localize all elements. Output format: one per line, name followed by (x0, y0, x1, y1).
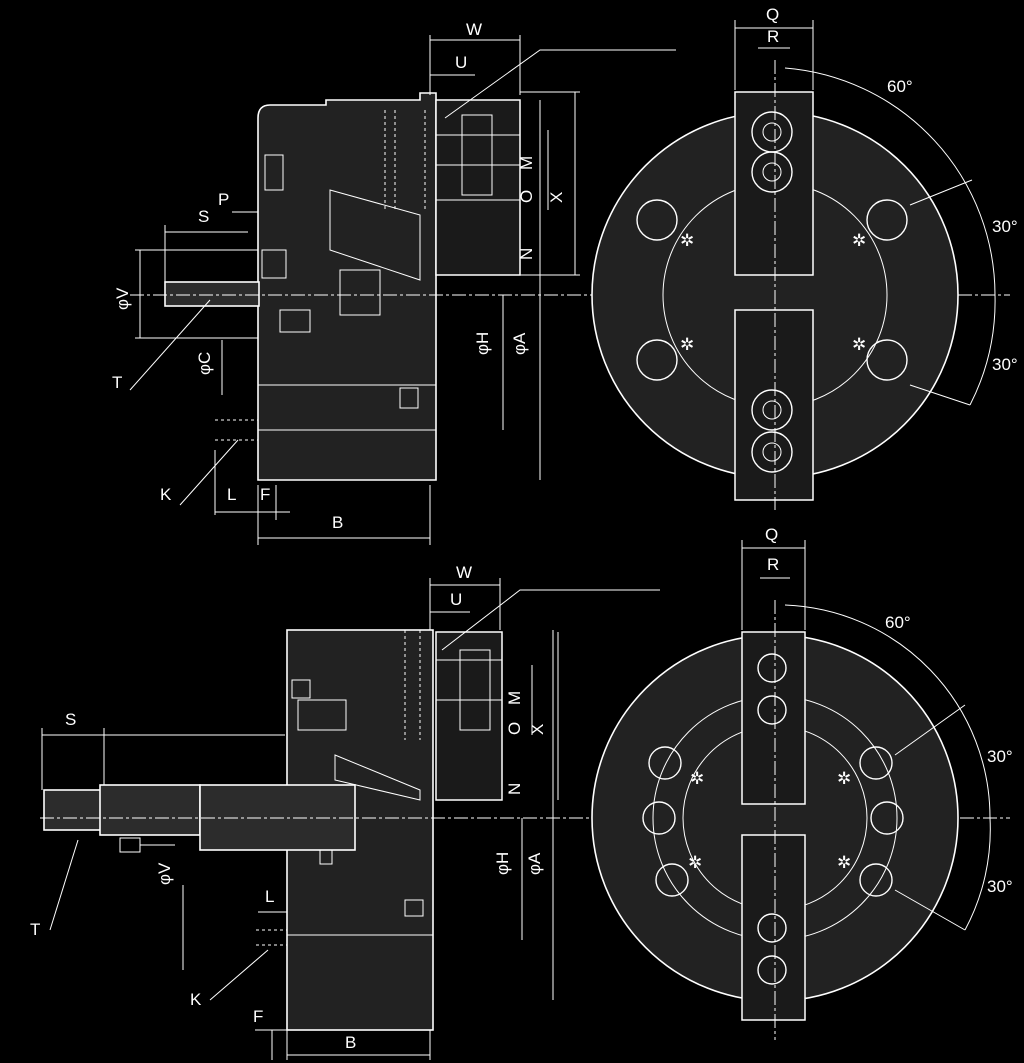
dim-S-label: S (198, 207, 209, 226)
dim-S2-label: S (65, 710, 76, 729)
front2-R-label: R (767, 555, 779, 574)
svg-text:✲: ✲ (852, 231, 866, 250)
dim-O2-label: O (505, 722, 524, 735)
dim-L-label: L (227, 485, 236, 504)
svg-text:✲: ✲ (680, 335, 694, 354)
svg-text:✲: ✲ (852, 335, 866, 354)
dim-B2-label: B (345, 1033, 356, 1052)
front2-30b-label: 30° (987, 877, 1013, 896)
top-front-view: ✲ ✲ ✲ ✲ Q R 60° 30° 30° (591, 5, 1018, 510)
bottom-side-view: W U S T φV L K F B φH φA M (30, 563, 1010, 1060)
dim-H-label: φH (473, 332, 492, 355)
dim-H2-label: φH (493, 852, 512, 875)
dim-X2-label: X (528, 724, 547, 735)
dim-X-label: X (547, 192, 566, 203)
dim-W2-label: W (456, 563, 472, 582)
dim-T-label: T (112, 373, 122, 392)
dim-L2-label: L (265, 887, 274, 906)
front-30a-label: 30° (992, 217, 1018, 236)
svg-text:✲: ✲ (837, 853, 851, 872)
dim-N-label: N (517, 248, 536, 260)
svg-text:✲: ✲ (688, 853, 702, 872)
front2-Q-label: Q (765, 525, 778, 544)
dim-V2-label: φV (155, 862, 174, 885)
dim-M-label: M (517, 156, 536, 170)
dim-W-label: W (466, 20, 482, 39)
svg-text:✲: ✲ (837, 769, 851, 788)
dim-A-label: φA (510, 332, 529, 355)
dim-M2-label: M (505, 691, 524, 705)
dim-O-label: O (517, 190, 536, 203)
front-30b-label: 30° (992, 355, 1018, 374)
dim-C-label: φC (195, 352, 214, 375)
dim-A2-label: φA (525, 852, 544, 875)
dim-V-label: φV (113, 287, 132, 310)
dim-U2-label: U (450, 590, 462, 609)
svg-text:✲: ✲ (680, 231, 694, 250)
dim-K2-label: K (190, 990, 202, 1009)
svg-text:✲: ✲ (690, 769, 704, 788)
dim-P-label: P (218, 190, 229, 209)
dim-F2-label: F (253, 1007, 263, 1026)
dim-B-label: B (332, 513, 343, 532)
dim-K-label: K (160, 485, 172, 504)
front-R-label: R (767, 27, 779, 46)
front-60-label: 60° (887, 77, 913, 96)
dim-F-label: F (260, 485, 270, 504)
dim-N2-label: N (505, 783, 524, 795)
front2-60-label: 60° (885, 613, 911, 632)
top-side-view: W U P S φV φC T K L F B (112, 20, 1010, 545)
bottom-front-view: ✲ ✲ ✲ ✲ Q R 60° 30° 30° (591, 525, 1013, 1040)
dim-T2-label: T (30, 920, 40, 939)
front-Q-label: Q (766, 5, 779, 24)
dim-U-label: U (455, 53, 467, 72)
front2-30a-label: 30° (987, 747, 1013, 766)
